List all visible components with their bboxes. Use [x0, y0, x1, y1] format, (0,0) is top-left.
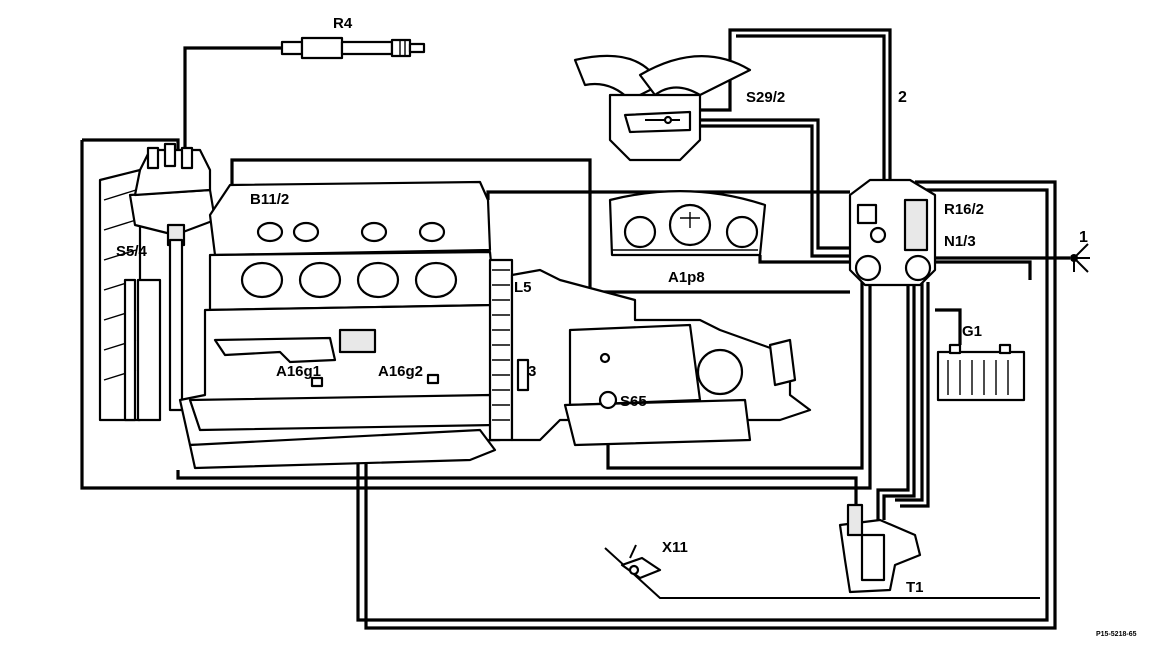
- g1-battery: [936, 343, 1026, 402]
- label-a16g1: A16g1: [276, 363, 321, 380]
- label-b11-2: B11/2: [250, 191, 289, 208]
- x11-connector: [620, 544, 662, 580]
- label-s29-2: S29/2: [746, 89, 785, 106]
- label-r4: R4: [333, 15, 353, 32]
- ground-point-1: [1070, 243, 1090, 273]
- label-a1p8: A1p8: [668, 269, 705, 286]
- a1p8-instrument-cluster: [608, 190, 767, 257]
- label-2: 2: [898, 89, 907, 106]
- figure-id: P15-5218-65: [1096, 631, 1137, 638]
- engine-block: [178, 180, 502, 470]
- component-labels: R4 S29/2 2 B11/2 R16/2 N1/3 1 S5/4 A1p8 …: [116, 15, 1137, 638]
- label-1: 1: [1079, 229, 1088, 246]
- label-s5-4: S5/4: [116, 243, 148, 260]
- label-a16g2: A16g2: [378, 363, 423, 380]
- s29-2-switch: [573, 54, 752, 162]
- label-s65: S65: [620, 393, 647, 410]
- distributor-s5-4: [98, 142, 217, 422]
- label-r16-2: R16/2: [944, 201, 984, 218]
- n1-3-module: [848, 178, 937, 287]
- label-g1: G1: [962, 323, 982, 340]
- label-t1: T1: [906, 579, 924, 596]
- label-l5: L5: [514, 279, 532, 296]
- transmission: [488, 258, 812, 447]
- t1-ignition-coil: [838, 503, 922, 594]
- label-x11: X11: [662, 539, 688, 556]
- label-3: 3: [528, 363, 536, 380]
- r4-sensor: [280, 36, 426, 60]
- label-n1-3: N1/3: [944, 233, 976, 250]
